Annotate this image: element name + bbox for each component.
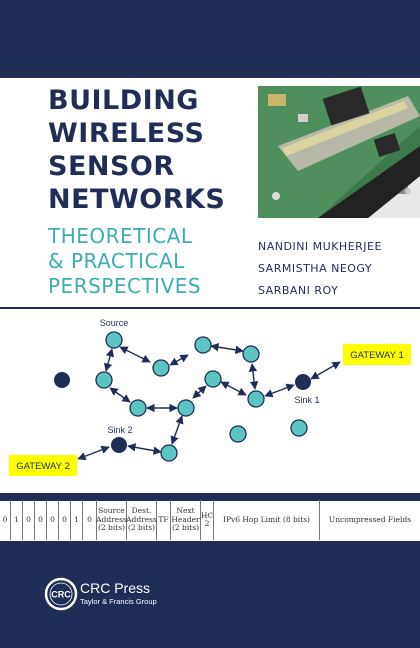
sensor-node xyxy=(95,371,113,389)
field-hop-limit: IPv6 Hop Limit (8 bits) xyxy=(214,500,320,540)
publisher-name: CRC Press xyxy=(80,580,151,596)
link-arrow xyxy=(77,445,110,461)
sink-node xyxy=(295,374,311,390)
section-divider xyxy=(0,307,420,309)
gateway1-label: GATEWAY 1 xyxy=(350,350,404,361)
book-subtitle: THEORETICAL & PRACTICAL PERSPECTIVES xyxy=(48,224,248,299)
sensor-node xyxy=(129,399,147,417)
field-hc2: HC 2 xyxy=(201,500,214,540)
author-name: SARBANI ROY xyxy=(258,284,339,297)
bit-cell: 0 xyxy=(0,500,11,540)
sensor-network-diagram: Source Sink 1 Sink 2 GATEWAY 1 GATEWAY 2 xyxy=(9,318,411,476)
circuit-board-photo xyxy=(258,86,420,218)
sink1-label: Sink 1 xyxy=(294,395,319,405)
gateway2-label: GATEWAY 2 xyxy=(16,461,70,472)
sensor-node xyxy=(242,345,260,363)
crc-logo-icon: CRC xyxy=(44,577,78,611)
bottom-band xyxy=(0,541,420,648)
link-arrow xyxy=(119,346,151,363)
book-title: BUILDING WIRELESS SENSOR NETWORKS xyxy=(48,84,258,216)
field-dest-address: Dest. Address (2 bits) xyxy=(126,500,157,540)
field-uncompressed: Uncompressed Fields xyxy=(328,514,412,524)
title-line: NETWORKS xyxy=(48,184,226,215)
publisher-subtitle: Taylor & Francis Group xyxy=(80,597,157,606)
link-arrow xyxy=(192,385,207,399)
gateway1-box xyxy=(343,344,411,365)
subtitle-line: & PRACTICAL xyxy=(48,249,185,273)
sink-node xyxy=(111,437,127,453)
link-arrow xyxy=(220,381,247,396)
link-arrow xyxy=(264,383,295,398)
bit-cell: 0 xyxy=(59,500,71,540)
author-list: NANDINI MUKHERJEE SARMISTHA NEOGY SARBAN… xyxy=(258,236,382,302)
author-name: SARMISTHA NEOGY xyxy=(258,262,373,275)
sensor-node xyxy=(152,359,170,377)
title-line: WIRELESS xyxy=(48,118,205,149)
bit-cell: 1 xyxy=(11,500,23,540)
link-arrow xyxy=(127,443,162,455)
subtitle-line: PERSPECTIVES xyxy=(48,274,202,298)
bit-cell: 0 xyxy=(35,500,47,540)
title-line: BUILDING xyxy=(48,85,199,116)
title-line: SENSOR xyxy=(48,151,175,182)
bit-cell: 0 xyxy=(47,500,59,540)
link-arrow xyxy=(310,361,341,380)
bit-cell: 1 xyxy=(71,500,83,540)
top-band xyxy=(0,0,420,78)
header-bit-layout: 0 1 0 0 0 0 1 0 Source Address (2 bits) … xyxy=(0,500,420,540)
bit-cell: 0 xyxy=(23,500,35,540)
logo-text: CRC xyxy=(51,590,71,600)
field-source-address: Source Address (2 bits) xyxy=(96,500,127,540)
author-name: NANDINI MUKHERJEE xyxy=(258,240,382,253)
link-arrow xyxy=(248,363,259,390)
sink2-label: Sink 2 xyxy=(107,425,132,435)
field-tf: TF xyxy=(157,500,171,540)
gateway2-box xyxy=(9,455,77,476)
link-arrow xyxy=(103,348,115,372)
link-arrow xyxy=(210,343,244,354)
link-arrow xyxy=(169,354,189,366)
source-label: Source xyxy=(100,318,129,328)
link-arrow xyxy=(109,387,131,403)
bit-cell: 0 xyxy=(83,500,97,540)
field-next-header: Next Header (2 bits) xyxy=(171,500,201,540)
isolated-node xyxy=(54,372,70,388)
sensor-node xyxy=(105,331,123,349)
sensor-node xyxy=(160,444,178,462)
sensor-node xyxy=(177,399,195,417)
sensor-node xyxy=(194,336,212,354)
link-arrow xyxy=(170,415,184,445)
circuit-board-image xyxy=(258,86,420,218)
sensor-node xyxy=(229,425,247,443)
sensor-node xyxy=(247,390,265,408)
sensor-node xyxy=(290,419,308,437)
subtitle-line: THEORETICAL xyxy=(48,224,193,248)
sensor-node xyxy=(204,370,222,388)
